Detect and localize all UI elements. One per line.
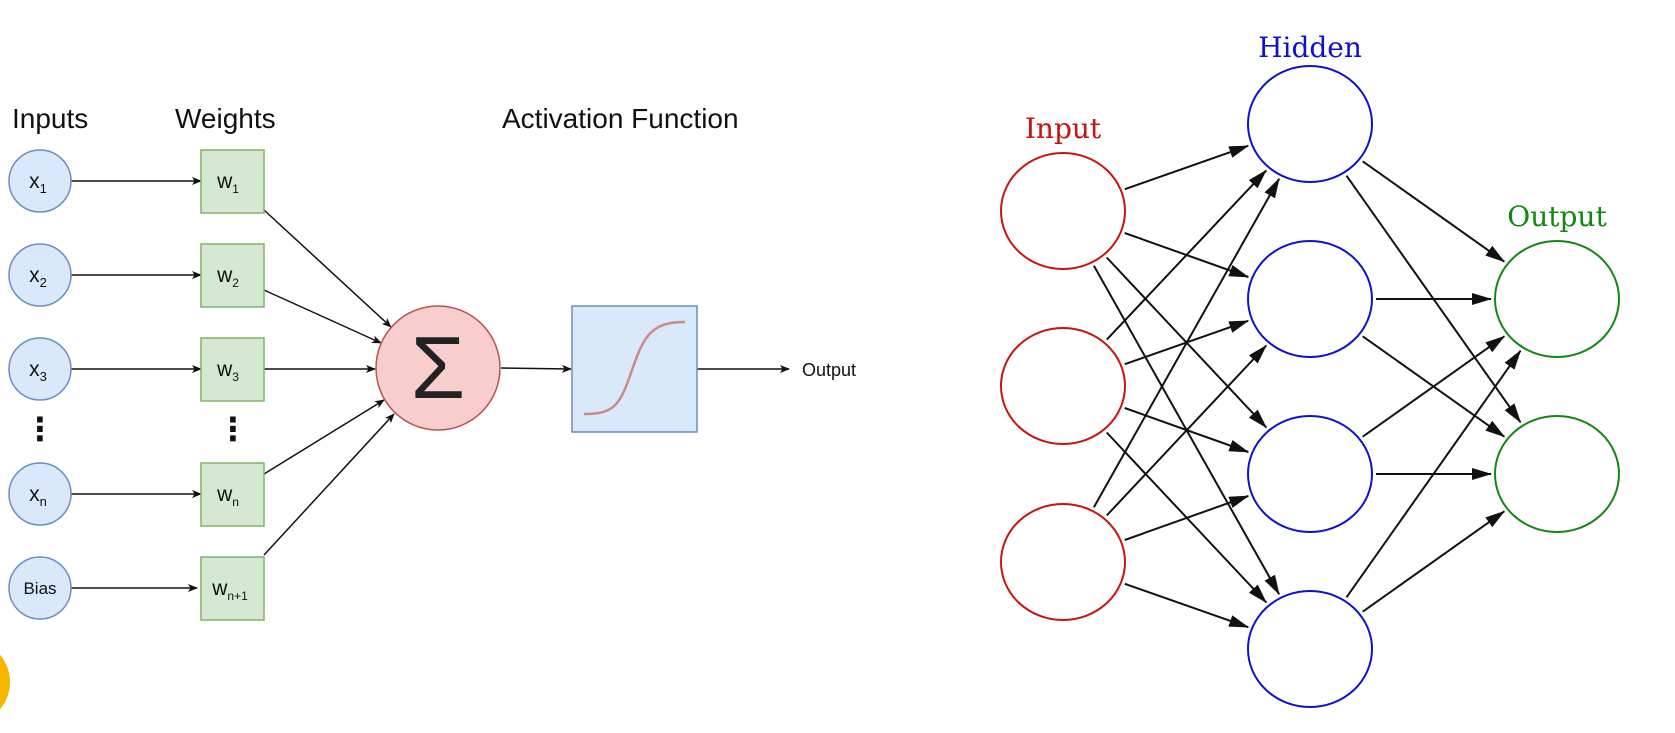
svg-text:w1: w1 [216,170,239,196]
svg-text:wn: wn [216,483,239,509]
activation-header: Activation Function [502,103,739,134]
weight-w1-base: w [216,170,233,193]
nn-hidden-node-3 [1247,415,1373,533]
weight-w1-sub: 1 [232,182,239,196]
weight-box-wn: wn [200,462,265,527]
weight-wn-base: w [216,483,233,506]
weight-wn-sub: n [232,495,239,509]
input-x2-base: x [29,264,40,287]
input-nodes: x1 x2 x3 ⋮ xn Bias [8,149,72,620]
weight-wn1-base: w [211,577,228,600]
nn-edge-input3-hidden3 [1124,495,1250,541]
input-node-bias: Bias [8,556,72,620]
svg-text:w3: w3 [216,358,239,384]
nn-edge-input3-hidden2 [1105,344,1268,517]
nn-output-label: Output [1507,200,1607,233]
input-x3-sub: 3 [40,369,47,384]
nn-input-node-2 [1000,327,1126,445]
edge-w1-sum [263,209,392,328]
nn-nodes [1000,65,1620,708]
input-x1-base: x [29,170,40,193]
weight-w2-base: w [216,264,233,287]
nn-edge-input1-hidden1 [1124,144,1250,191]
nn-edge-hidden4-output2 [1362,510,1506,613]
nn-hidden-node-4 [1247,590,1373,708]
svg-text:x2: x2 [29,264,47,290]
activation-function-box [571,305,698,433]
input-bias-label: Bias [23,579,56,598]
weight-box-w1: w1 [200,149,265,214]
inputs-ellipsis: ⋮ [24,411,56,447]
input-x3-base: x [29,358,40,381]
nn-input-node-1 [1000,152,1126,270]
neural-network-diagram: Input Hidden Output [1000,31,1620,708]
svg-text:x3: x3 [29,358,47,384]
nn-input-node-3 [1000,503,1126,621]
nn-output-node-1 [1494,240,1620,358]
nn-edges [1093,144,1522,629]
input-node-x2: x2 [8,243,72,307]
input-node-x3: x3 [8,337,72,401]
input-weight-edges [71,177,202,592]
sigmoid-curve [583,320,686,416]
edge-w2-sum [263,289,382,344]
nn-edge-input3-hidden1 [1093,177,1280,508]
nn-edge-input2-hidden1 [1106,169,1267,341]
input-x1-sub: 1 [40,181,47,196]
nn-hidden-node-1 [1247,65,1373,183]
corner-badge-icon [0,654,10,710]
perceptron-diagram: Inputs Weights Activation Function x1 [8,103,856,621]
edge-sum-activation [500,364,572,373]
edge-wn-sum [263,399,385,475]
weight-box-w2: w2 [200,243,265,308]
input-x2-sub: 2 [40,275,47,290]
weights-header: Weights [175,103,276,134]
summation-node: Σ [375,305,501,431]
weight-box-wn1: wn+1 [200,556,265,621]
weight-nodes: w1 w2 w3 ⋮ wn wn+1 [200,149,265,621]
nn-edge-input3-hidden4 [1124,582,1250,629]
weight-w3-sub: 3 [232,370,239,384]
svg-text:wn+1: wn+1 [211,577,248,603]
nn-output-node-2 [1494,415,1620,533]
svg-text:x1: x1 [29,170,47,196]
nn-hidden-label: Hidden [1258,31,1362,64]
input-xn-sub: n [40,494,47,509]
weight-box-w3: w3 [200,337,265,402]
svg-text:xn: xn [29,483,47,509]
weight-w2-sub: 2 [232,276,239,290]
weight-sum-edges [263,209,395,556]
nn-hidden-node-2 [1247,240,1373,358]
weight-w3-base: w [216,358,233,381]
input-xn-base: x [29,483,40,506]
sigma-symbol: Σ [411,318,465,417]
weights-ellipsis: ⋮ [217,411,249,447]
nn-input-label: Input [1025,112,1102,145]
inputs-header: Inputs [12,103,88,134]
input-node-x1: x1 [8,149,72,213]
edge-wn1-sum [263,413,395,556]
svg-text:w2: w2 [216,264,239,290]
perceptron-output-label: Output [802,360,856,380]
nn-edge-hidden1-output1 [1362,160,1506,263]
nn-edge-hidden3-output1 [1362,335,1506,438]
weight-wn1-sub: n+1 [227,589,248,603]
input-node-xn: xn [8,462,72,526]
nn-edge-hidden4-output1 [1345,349,1522,598]
